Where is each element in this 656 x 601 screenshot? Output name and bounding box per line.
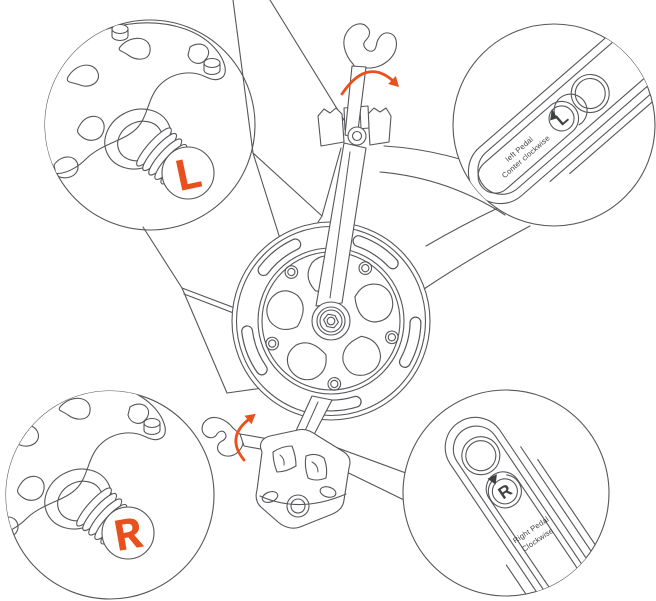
crank-arm-closeup — [444, 416, 609, 596]
pedal-plate — [367, 107, 392, 146]
pedal-eye-inner — [574, 77, 606, 110]
pedal-edge-line — [259, 493, 347, 506]
detail-circle-top-left: L — [44, 19, 256, 231]
arrowhead — [550, 108, 558, 121]
chainring-slots — [241, 235, 422, 412]
pedal-eye-inner — [465, 440, 497, 472]
pedal-window — [272, 445, 297, 473]
pedal-plate — [317, 107, 345, 147]
pedal-spindle-hub — [347, 126, 367, 146]
chainstay-line — [425, 206, 501, 247]
pedal-spindle-boss-inner — [290, 498, 306, 514]
pedal-spindle-hub-inner — [351, 130, 363, 142]
pedal-end-hole — [261, 491, 279, 503]
detail-circle-top-right: left Pedal Conter clockwise L — [452, 23, 656, 227]
right-pedal-assembly — [201, 413, 351, 529]
detail-circle-content: left Pedal Conter clockwise L — [467, 24, 655, 205]
detail-circle-bottom-left: R — [5, 390, 215, 600]
crank-arm-ridge — [329, 151, 351, 299]
crankset — [231, 142, 431, 451]
chainstay-line — [423, 225, 531, 290]
chainstay-line — [379, 171, 506, 216]
wrench-jaw — [343, 23, 397, 69]
counter-clockwise-arrow — [553, 93, 588, 126]
crank-arm-side-line — [549, 24, 655, 182]
crank-bolt — [311, 301, 351, 341]
pedal-eye — [570, 73, 610, 114]
frame-line — [142, 226, 183, 289]
crank-arm-side-line — [505, 564, 609, 596]
arrowhead — [487, 474, 497, 485]
frame-line — [181, 287, 228, 394]
chainring-bolts — [265, 261, 399, 391]
crank-arm-side-line — [569, 24, 655, 175]
crank-arm-inner-contour — [477, 24, 655, 195]
crank-arm-inner-contour — [452, 425, 609, 596]
pedal-body-3d — [255, 428, 351, 529]
rotation-arrow-bottom — [234, 413, 256, 462]
left-pedal-assembly — [317, 23, 399, 147]
rotation-arrow-top — [340, 70, 399, 96]
clockwise-arrow — [487, 474, 522, 509]
detail-circle-content: R Right Pedal Clockwise — [444, 416, 609, 596]
pedal-end-hole — [319, 486, 337, 498]
frame-line — [252, 152, 323, 217]
frame-line — [321, 147, 342, 217]
crank-label-plate — [477, 100, 580, 194]
detail-circle-bottom-right: R Right Pedal Clockwise — [402, 389, 610, 597]
pedal-spindle-boss — [286, 494, 310, 518]
wrench-jaw — [201, 416, 244, 457]
pedal-eye — [461, 436, 501, 476]
pedal-window — [304, 453, 328, 481]
crank-arm-side-line — [537, 458, 609, 596]
pedal-window-detail — [279, 454, 319, 473]
